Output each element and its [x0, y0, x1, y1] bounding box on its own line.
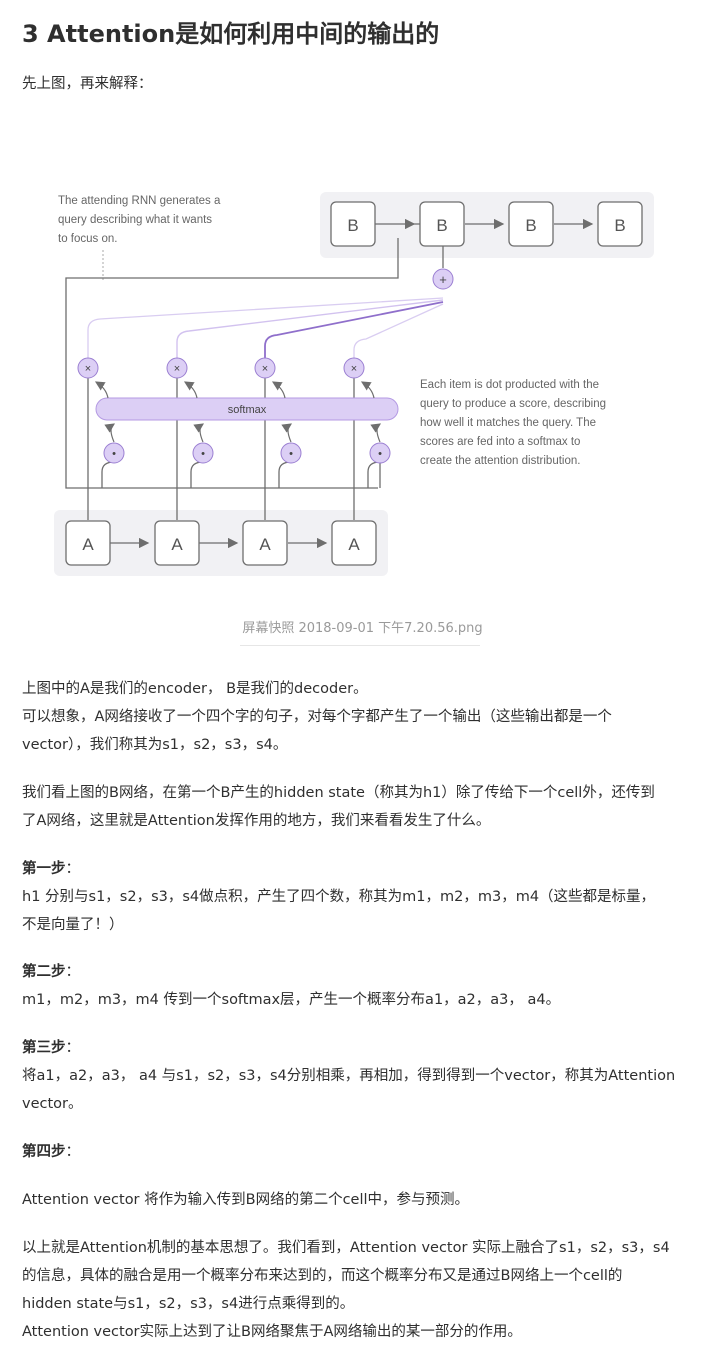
- svg-text:•: •: [289, 448, 293, 460]
- intro-text: 先上图，再来解释：: [22, 76, 153, 92]
- svg-text:•: •: [201, 448, 205, 460]
- paragraph-line: 的信息，具体的融合是用一个概率分布来达到的，而这个概率分布又是通过B网络上一个c…: [22, 1268, 623, 1284]
- multiply-nodes: × × × ×: [77, 357, 365, 379]
- softmax-label: softmax: [228, 404, 267, 416]
- decoder-panel: [320, 192, 654, 258]
- paragraph-line: 可以想象，A网络接收了一个四个字的句子，对每个字都产生了一个输出（这些输出都是一…: [22, 709, 612, 725]
- caption-divider: [240, 645, 480, 646]
- paragraph-line: hidden state与s1，s2，s3，s4进行点乘得到的。: [22, 1296, 355, 1312]
- svg-text:×: ×: [174, 363, 180, 375]
- svg-text:A: A: [171, 535, 183, 554]
- step-title: 第三步：: [22, 1040, 80, 1056]
- svg-text:A: A: [348, 535, 360, 554]
- encoder-cells: A A A A: [65, 520, 377, 566]
- paragraph-line: 了A网络，这里就是Attention发挥作用的地方，我们来看看发生了什么。: [22, 813, 491, 829]
- svg-text:B: B: [347, 216, 358, 235]
- paragraph-line: 以上就是Attention机制的基本思想了。我们看到，Attention vec…: [22, 1240, 670, 1256]
- svg-text:A: A: [259, 535, 271, 554]
- svg-text:query describing what it wants: query describing what it wants: [58, 214, 212, 226]
- image-caption: 屏幕快照 2018-09-01 下午7.20.56.png: [242, 621, 483, 636]
- paragraph-line: 不是向量了！）: [22, 917, 124, 933]
- svg-text:how well it matches the query.: how well it matches the query. The: [420, 417, 596, 429]
- paragraph-line: vector），我们称其为s1，s2，s3，s4。: [22, 737, 288, 753]
- paragraph-line: 上图中的A是我们的encoder， B是我们的decoder。: [22, 681, 368, 697]
- sum-node: [432, 268, 454, 290]
- svg-text:×: ×: [351, 363, 357, 375]
- paragraph-line: Attention vector 将作为输入传到B网络的第二个cell中，参与预…: [22, 1192, 470, 1208]
- svg-text:B: B: [525, 216, 536, 235]
- note-right: Each item is dot producted with the quer…: [420, 379, 606, 467]
- softmax-bar: [95, 397, 399, 421]
- svg-text:+: +: [439, 272, 447, 287]
- step-title: 第四步：: [22, 1144, 80, 1160]
- note-left: The attending RNN generates a query desc…: [58, 195, 221, 245]
- svg-text:•: •: [378, 448, 382, 460]
- svg-text:×: ×: [262, 363, 268, 375]
- svg-text:Each item is dot producted wit: Each item is dot producted with the: [420, 379, 599, 391]
- paragraph-line: Attention vector实际上达到了让B网络聚焦于A网络输出的某一部分的…: [22, 1324, 522, 1340]
- paragraph-line: 我们看上图的B网络，在第一个B产生的hidden state（称其为h1）除了传…: [22, 785, 655, 801]
- paragraph-line: h1 分别与s1，s2，s3，s4做点积，产生了四个数，称其为m1，m2，m3，…: [22, 889, 656, 905]
- svg-text:B: B: [436, 216, 447, 235]
- svg-text:create the attention distribut: create the attention distribution.: [420, 455, 580, 467]
- svg-text:The attending RNN generates a: The attending RNN generates a: [58, 195, 221, 207]
- svg-text:A: A: [82, 535, 94, 554]
- dot-product-nodes: • • • •: [101, 423, 391, 488]
- paragraph-line: m1，m2，m3，m4 传到一个softmax层，产生一个概率分布a1，a2，a…: [22, 992, 561, 1008]
- step-title: 第二步：: [22, 964, 80, 980]
- step-title: 第一步：: [22, 861, 80, 877]
- svg-text:B: B: [614, 216, 625, 235]
- paragraph-line: vector。: [22, 1096, 83, 1112]
- paragraph-line: 将a1，a2，a3， a4 与s1，s2，s3，s4分别相乘，再相加，得到得到一…: [22, 1068, 676, 1084]
- svg-text:•: •: [112, 448, 116, 460]
- svg-text:scores are fed into a softmax: scores are fed into a softmax to: [420, 436, 580, 448]
- section-heading: 3 Attention是如何利用中间的输出的: [22, 20, 440, 48]
- attention-diagram: The attending RNN generates a query desc…: [48, 180, 668, 600]
- decoder-cells: B B B B: [330, 201, 643, 247]
- svg-text:query to produce a score, desc: query to produce a score, describing: [420, 398, 606, 410]
- svg-text:to focus on.: to focus on.: [58, 233, 117, 245]
- svg-text:×: ×: [85, 363, 91, 375]
